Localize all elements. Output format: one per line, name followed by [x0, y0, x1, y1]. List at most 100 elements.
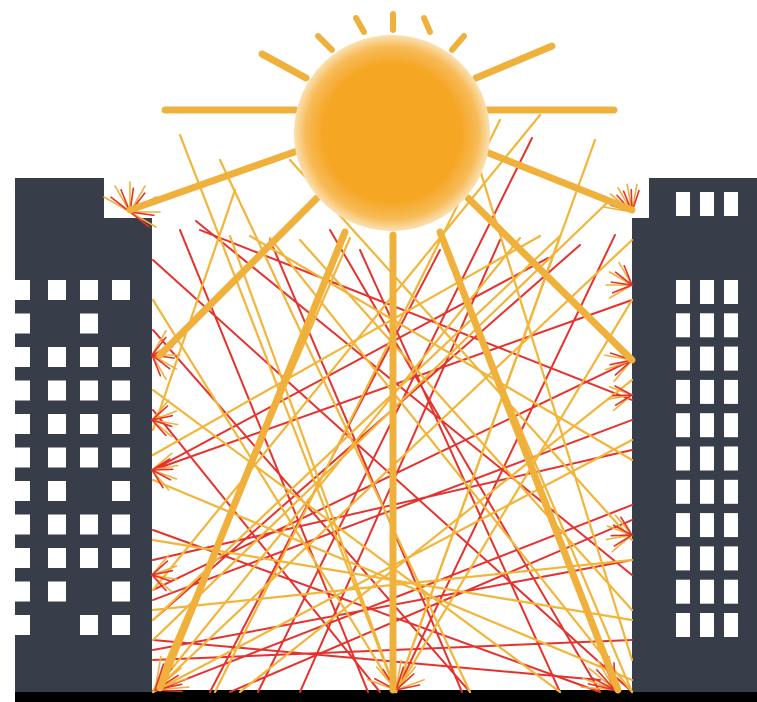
- scatter-ray: [395, 684, 421, 691]
- diffuse-ray: [151, 236, 522, 694]
- window: [676, 346, 690, 371]
- diffuse-ray: [238, 378, 634, 694]
- scatter-ray: [595, 668, 616, 691]
- sun: [294, 35, 490, 231]
- window: [700, 579, 714, 604]
- window: [724, 379, 738, 404]
- scatter-ray: [151, 468, 174, 471]
- diffuse-ray: [151, 188, 237, 432]
- scatter-ray: [623, 264, 633, 286]
- window: [80, 514, 98, 535]
- window: [676, 192, 690, 216]
- scatter-ray: [151, 419, 173, 428]
- window: [700, 280, 714, 304]
- window: [15, 280, 30, 300]
- window: [724, 446, 738, 471]
- window: [700, 346, 714, 371]
- diffuse-ray: [298, 238, 634, 612]
- window: [80, 447, 98, 468]
- diffuse-ray: [151, 198, 612, 642]
- window: [700, 479, 714, 504]
- diffuse-ray: [151, 234, 542, 457]
- scatter-ray: [614, 271, 633, 286]
- scatter-ray: [395, 666, 405, 691]
- window: [48, 481, 66, 501]
- window: [700, 379, 714, 404]
- window: [700, 613, 714, 637]
- window: [80, 414, 98, 434]
- window: [676, 313, 690, 338]
- reflected-ray: [195, 220, 633, 576]
- window: [48, 280, 66, 300]
- scatter-ray: [151, 569, 174, 576]
- scatter-ray: [151, 354, 171, 370]
- direct-rays: [126, 146, 636, 694]
- window: [48, 581, 66, 602]
- scatter-ray: [151, 405, 169, 421]
- window: [15, 548, 30, 568]
- scatter-ray: [614, 385, 633, 396]
- window: [112, 514, 130, 535]
- window: [15, 514, 30, 535]
- scatter-ray: [610, 281, 633, 286]
- building-icon: [15, 178, 152, 692]
- sun-beam: [258, 50, 310, 82]
- scatter-ray: [590, 676, 616, 691]
- window: [724, 546, 738, 571]
- window: [15, 414, 30, 434]
- scatter-ray: [614, 359, 633, 376]
- diffuse-ray: [288, 158, 634, 542]
- window: [676, 546, 690, 571]
- window: [676, 413, 690, 438]
- building-left: [15, 178, 152, 692]
- scatter-ray: [154, 663, 165, 691]
- window: [676, 579, 690, 604]
- ground-line: [15, 690, 757, 702]
- window: [15, 447, 30, 468]
- window: [724, 192, 738, 216]
- window: [15, 347, 30, 367]
- scatter-ray: [151, 574, 173, 583]
- reflected-ray: [152, 529, 601, 693]
- window: [112, 380, 130, 401]
- window: [112, 347, 130, 367]
- diffuse-ray: [151, 234, 562, 622]
- window: [700, 413, 714, 438]
- diffuse-ray: [178, 133, 398, 694]
- window: [112, 548, 130, 568]
- building-left-windows: [15, 280, 130, 635]
- window: [724, 579, 738, 604]
- window: [112, 581, 130, 602]
- scatter-ray: [612, 524, 633, 536]
- diffuse-ray: [268, 236, 634, 694]
- direct-ray: [126, 146, 304, 214]
- scatter-ray: [612, 394, 633, 397]
- direct-ray: [464, 194, 636, 364]
- scatter-ray: [620, 516, 633, 536]
- direct-ray: [482, 148, 636, 214]
- window: [80, 548, 98, 568]
- window: [724, 313, 738, 338]
- sun-beam: [472, 42, 556, 82]
- scatter-ray: [611, 284, 633, 294]
- window: [15, 481, 30, 501]
- scatter-ray: [129, 211, 150, 228]
- scatter-ray: [151, 574, 167, 592]
- scatter-ray: [395, 673, 415, 691]
- reflected-ray: [152, 257, 549, 471]
- window: [48, 380, 66, 401]
- direct-ray: [156, 228, 349, 692]
- window: [48, 514, 66, 535]
- window: [80, 313, 98, 334]
- window: [15, 380, 30, 401]
- window: [724, 479, 738, 504]
- window: [700, 513, 714, 538]
- window: [80, 280, 98, 300]
- sun-beam: [353, 15, 367, 35]
- window: [676, 280, 690, 304]
- window: [48, 347, 66, 367]
- sun-beam: [421, 15, 433, 35]
- reflected-ray: [395, 234, 616, 693]
- sun-beam: [449, 33, 467, 53]
- direct-ray: [156, 191, 324, 359]
